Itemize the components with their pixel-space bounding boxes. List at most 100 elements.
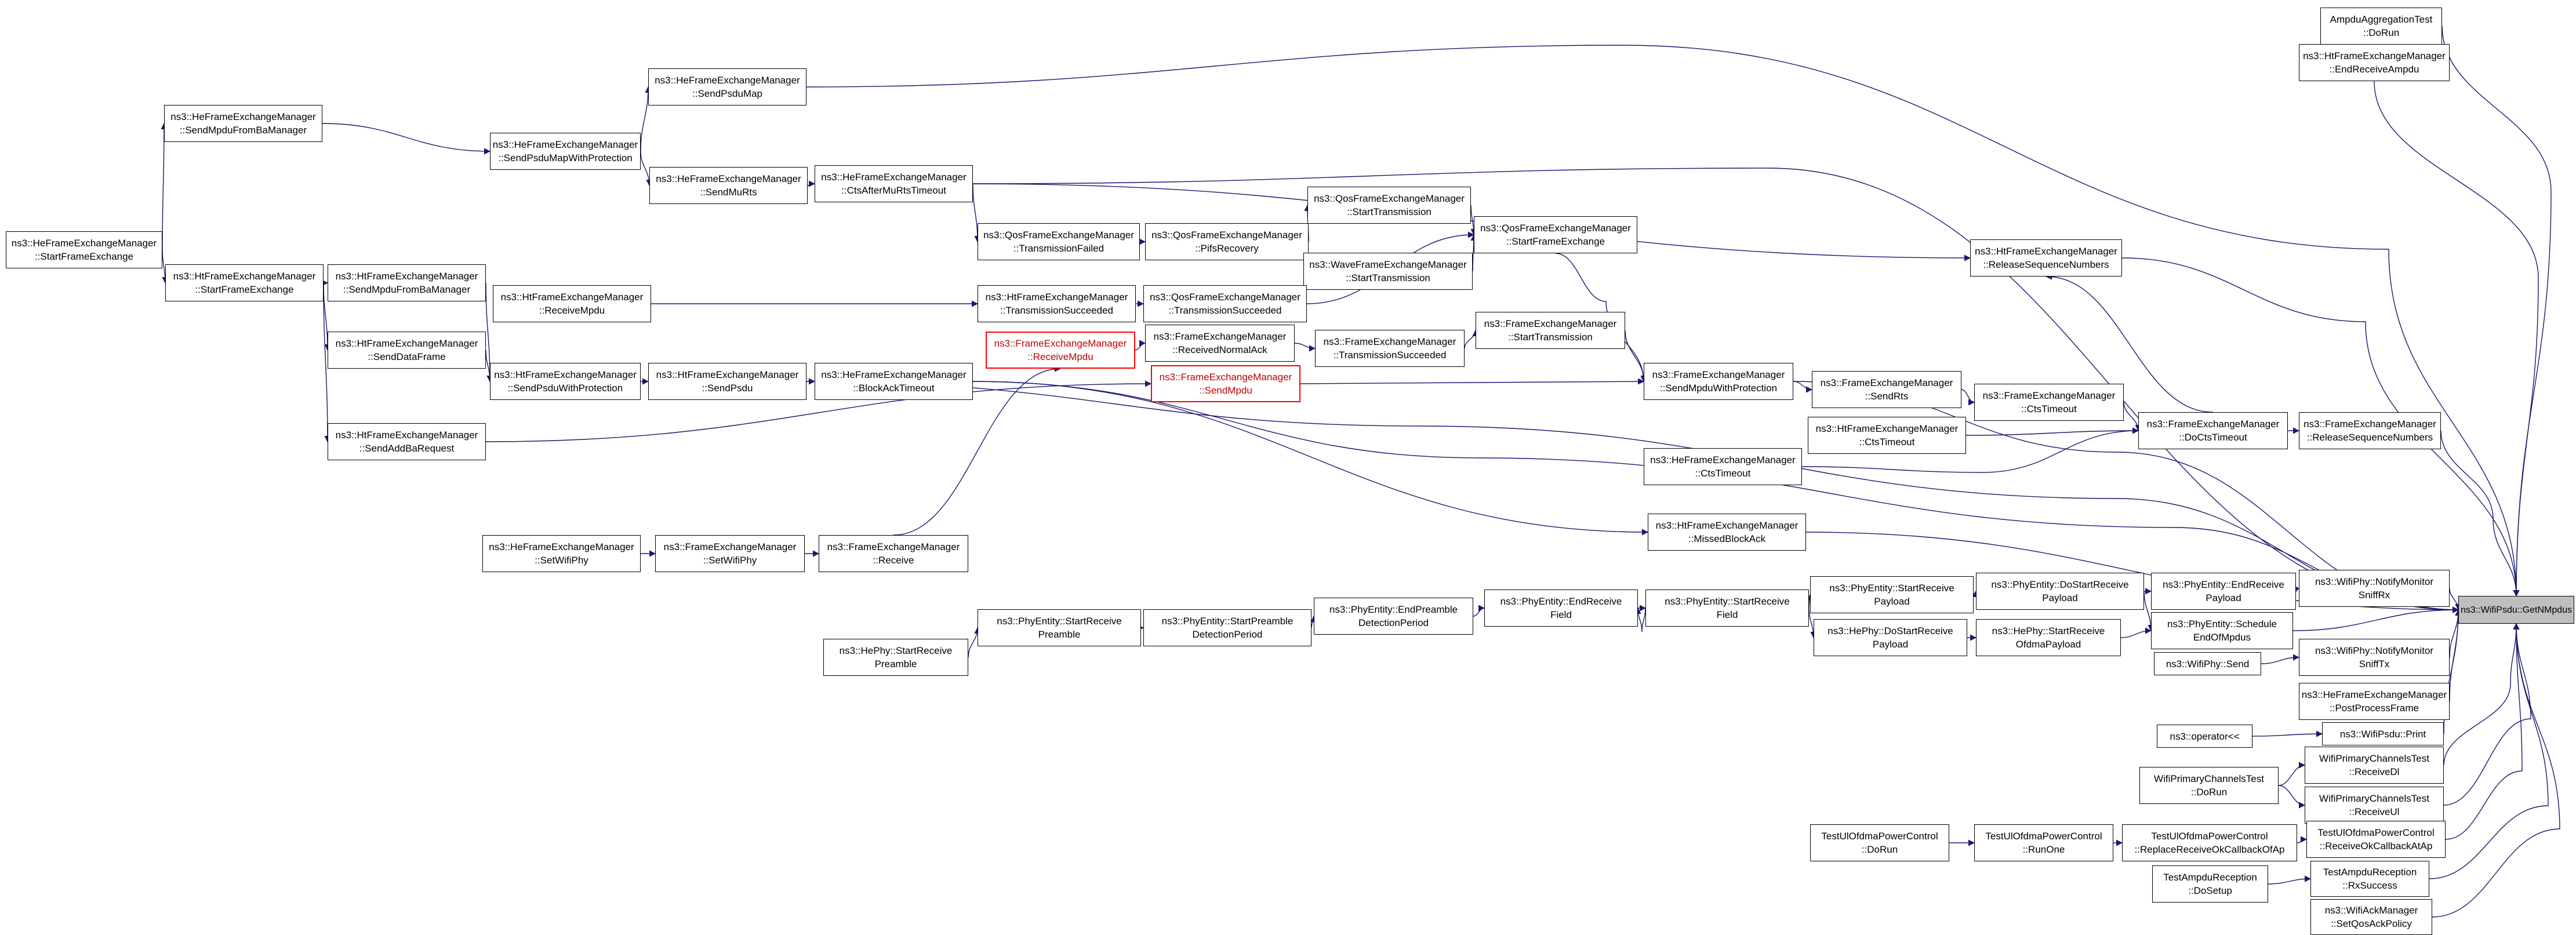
graph-node[interactable]: AmpduAggregationTest::DoRun (2320, 8, 2442, 45)
graph-node[interactable]: TestAmpduReception::DoSetup (2152, 865, 2268, 903)
graph-node[interactable]: ns3::HeFrameExchangeManager::StartFrameE… (6, 231, 162, 268)
node-label: Field (1550, 609, 1572, 620)
graph-node[interactable]: ns3::WifiAckManager::SetQosAckPolicy (2310, 899, 2432, 935)
graph-node[interactable]: ns3::HtFrameExchangeManager::SendPsdu (648, 363, 806, 400)
graph-node[interactable]: ns3::QosFrameExchangeManager::StartTrans… (1307, 187, 1471, 224)
graph-node[interactable]: ns3::HtFrameExchangeManager::StartFrameE… (165, 264, 324, 301)
node-label: ns3::HtFrameExchangeManager (494, 369, 637, 380)
target-node[interactable]: ns3::WifiPsdu::GetNMpdus (2458, 596, 2574, 624)
node-label: ns3::HePhy::StartReceive (1992, 625, 2105, 636)
node-label: TestUlOfdmaPowerControl (1821, 831, 1938, 842)
node-label: ns3::HtFrameExchangeManager (173, 271, 316, 282)
graph-node[interactable]: ns3::FrameExchangeManager::DoCtsTimeout (2138, 412, 2288, 449)
graph-node[interactable]: ns3::FrameExchangeManager::ReceiveMpdu (986, 332, 1135, 369)
graph-edge (322, 123, 491, 155)
graph-node[interactable]: ns3::HtFrameExchangeManager::MissedBlock… (1648, 514, 1806, 551)
graph-node[interactable]: ns3::WifiPhy::Send (2154, 652, 2261, 675)
graph-node[interactable]: ns3::QosFrameExchangeManager::Transmissi… (978, 223, 1140, 260)
node-label: TestAmpduReception (2163, 872, 2257, 883)
node-label: ns3::PhyEntity::StartReceive (1665, 596, 1790, 607)
node-label: ::StartFrameExchange (34, 251, 134, 262)
node-label: ns3::HtFrameExchangeManager (985, 292, 1128, 303)
graph-node[interactable]: WifiPrimaryChannelsTest::ReceiveDl (2305, 747, 2444, 784)
node-label: ns3::FrameExchangeManager (1982, 390, 2116, 401)
graph-node[interactable]: ns3::HeFrameExchangeManager::SetWifiPhy (482, 535, 641, 572)
graph-edge (2292, 606, 2459, 631)
node-label: ns3::PhyEntity::EndReceive (1500, 596, 1622, 607)
graph-node[interactable]: ns3::HtFrameExchangeManager::ReleaseSequ… (1970, 239, 2122, 277)
graph-node[interactable]: ns3::QosFrameExchangeManager::Transmissi… (1143, 285, 1307, 322)
graph-node[interactable]: ns3::operator<< (2157, 725, 2252, 748)
graph-node[interactable]: ns3::WifiPsdu::Print (2322, 722, 2444, 745)
graph-node[interactable]: ns3::QosFrameExchangeManager::StartFrame… (1474, 216, 1637, 253)
graph-node[interactable]: ns3::FrameExchangeManager::SendRts (1812, 371, 1961, 408)
node-label: DetectionPeriod (1358, 617, 1429, 628)
graph-node[interactable]: ns3::QosFrameExchangeManager::PifsRecove… (1145, 223, 1309, 260)
node-label: ::SendPsduMapWithProtection (498, 152, 633, 163)
graph-node[interactable]: ns3::HeFrameExchangeManager::SendMuRts (649, 167, 808, 204)
graph-node[interactable]: ns3::HeFrameExchangeManager::PostProcess… (2299, 683, 2450, 720)
graph-node[interactable]: TestUlOfdmaPowerControl::DoRun (1810, 824, 1949, 861)
graph-node[interactable]: ns3::FrameExchangeManager::StartTransmis… (1476, 312, 1625, 349)
graph-edge (2440, 430, 2520, 597)
graph-node[interactable]: ns3::HeFrameExchangeManager::SendMpduFro… (164, 105, 322, 142)
node-label: TestUlOfdmaPowerControl (2317, 827, 2435, 838)
graph-node[interactable]: ns3::HeFrameExchangeManager::SendPsduMap (648, 68, 806, 105)
graph-node[interactable]: ns3::HtFrameExchangeManager::Transmissio… (978, 285, 1136, 322)
graph-node[interactable]: ns3::FrameExchangeManager::CtsTimeout (1974, 384, 2124, 421)
graph-edge (972, 183, 981, 243)
graph-node[interactable]: ns3::FrameExchangeManager::TransmissionS… (1315, 330, 1465, 367)
node-label: ns3::HeFrameExchangeManager (655, 75, 800, 86)
graph-node[interactable]: ns3::HtFrameExchangeManager::EndReceiveA… (2299, 44, 2450, 81)
graph-edge (806, 45, 2520, 597)
node-label: ns3::PhyEntity::Schedule (2167, 619, 2277, 630)
graph-node[interactable]: ns3::HeFrameExchangeManager::CtsAfterMuR… (815, 165, 973, 202)
graph-node[interactable]: ns3::HeFrameExchangeManager::CtsTimeout (1644, 448, 1802, 485)
node-label: ::SendMpduFromBaManager (179, 125, 307, 136)
graph-node[interactable]: ns3::FrameExchangeManager::SendMpdu (1151, 365, 1300, 402)
graph-node[interactable]: WifiPrimaryChannelsTest::DoRun (2139, 767, 2279, 804)
graph-node[interactable]: ns3::HtFrameExchangeManager::SendDataFra… (328, 332, 486, 369)
graph-node[interactable]: ns3::HtFrameExchangeManager::SendPsduWit… (490, 363, 641, 400)
graph-node[interactable]: ns3::FrameExchangeManager::Receive (819, 535, 968, 572)
graph-edge (1972, 590, 1979, 598)
node-label: TestUlOfdmaPowerControl (1985, 831, 2102, 842)
graph-node[interactable]: ns3::FrameExchangeManager::SetWifiPhy (655, 535, 805, 572)
graph-node[interactable]: TestUlOfdmaPowerControl::ReceiveOkCallba… (2306, 821, 2446, 858)
graph-node[interactable]: ns3::HeFrameExchangeManager::SendPsduMap… (490, 133, 641, 170)
graph-node[interactable]: ns3::FrameExchangeManager::ReleaseSequen… (2299, 412, 2441, 449)
node-label: Payload (1872, 639, 1909, 650)
node-label: WifiPrimaryChannelsTest (2319, 753, 2429, 764)
graph-node[interactable]: ns3::HtFrameExchangeManager::SendAddBaRe… (328, 423, 486, 460)
graph-node[interactable]: ns3::WaveFrameExchangeManager::StartTran… (1303, 253, 1473, 290)
graph-node[interactable]: ns3::HtFrameExchangeManager::CtsTimeout (1808, 417, 1966, 454)
graph-node[interactable]: ns3::FrameExchangeManager::SendMpduWithP… (1644, 363, 1793, 400)
graph-node[interactable]: TestAmpduReception::RxSuccess (2310, 861, 2429, 897)
graph-node[interactable]: ns3::HeFrameExchangeManager::BlockAckTim… (815, 363, 973, 400)
graph-edge (1634, 607, 1646, 632)
node-label: ns3::QosFrameExchangeManager (1151, 230, 1302, 241)
graph-node[interactable]: TestUlOfdmaPowerControl::ReplaceReceiveO… (2122, 824, 2297, 861)
graph-node[interactable]: ns3::FrameExchangeManager::ReceivedNorma… (1145, 325, 1295, 362)
graph-edge (2443, 623, 2520, 766)
node-label: ::SendPsduMap (692, 88, 762, 99)
graph-node[interactable]: TestUlOfdmaPowerControl::RunOne (1974, 824, 2113, 861)
graph-node[interactable]: ns3::HtFrameExchangeManager::ReceiveMpdu (493, 285, 651, 322)
graph-node[interactable]: ns3::HtFrameExchangeManager::SendMpduFro… (328, 264, 486, 301)
graph-node[interactable]: WifiPrimaryChannelsTest::ReceiveUl (2305, 787, 2444, 824)
node-label: ns3::WifiAckManager (2324, 905, 2418, 916)
